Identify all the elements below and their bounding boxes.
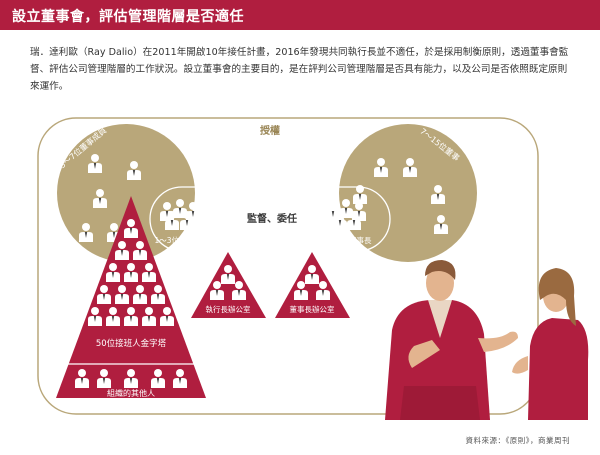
source-note: 資料來源：《原則》，商業周刊: [465, 436, 570, 445]
ceo-group: [160, 199, 200, 230]
supervise-frame: [149, 186, 391, 252]
ceo-office-label: 執行長辦公室: [206, 304, 251, 314]
others-label: 組織的其他人: [107, 388, 155, 398]
authorization-frame: [37, 117, 539, 415]
chair-office-pyramid: [275, 252, 350, 318]
intro-paragraph: 瑞．達利歐（Ray Dalio）在2011年開啟10年接任計畫，2016年發現共…: [30, 47, 569, 92]
ceo-count-label: 1～3位執行長: [154, 235, 202, 245]
page-title: 設立董事會，評估管理階層是否適任: [12, 9, 244, 25]
chair-office-label: 董事長辦公室: [290, 304, 335, 314]
successors-label: 50位接班人金字塔: [96, 338, 167, 349]
successor-pyramid: [56, 196, 206, 398]
authorize-label: 授權: [260, 124, 280, 137]
title-bar: 設立董事會，評估管理階層是否適任: [0, 0, 600, 30]
ceo-office-pyramid: [191, 252, 266, 318]
supervise-label: 監督、委任: [247, 212, 297, 225]
chair-group: [326, 199, 366, 230]
chair-count-label: 1～3位董事長: [324, 235, 372, 245]
woman-illustration: [512, 268, 589, 420]
man-illustration: [385, 260, 518, 420]
